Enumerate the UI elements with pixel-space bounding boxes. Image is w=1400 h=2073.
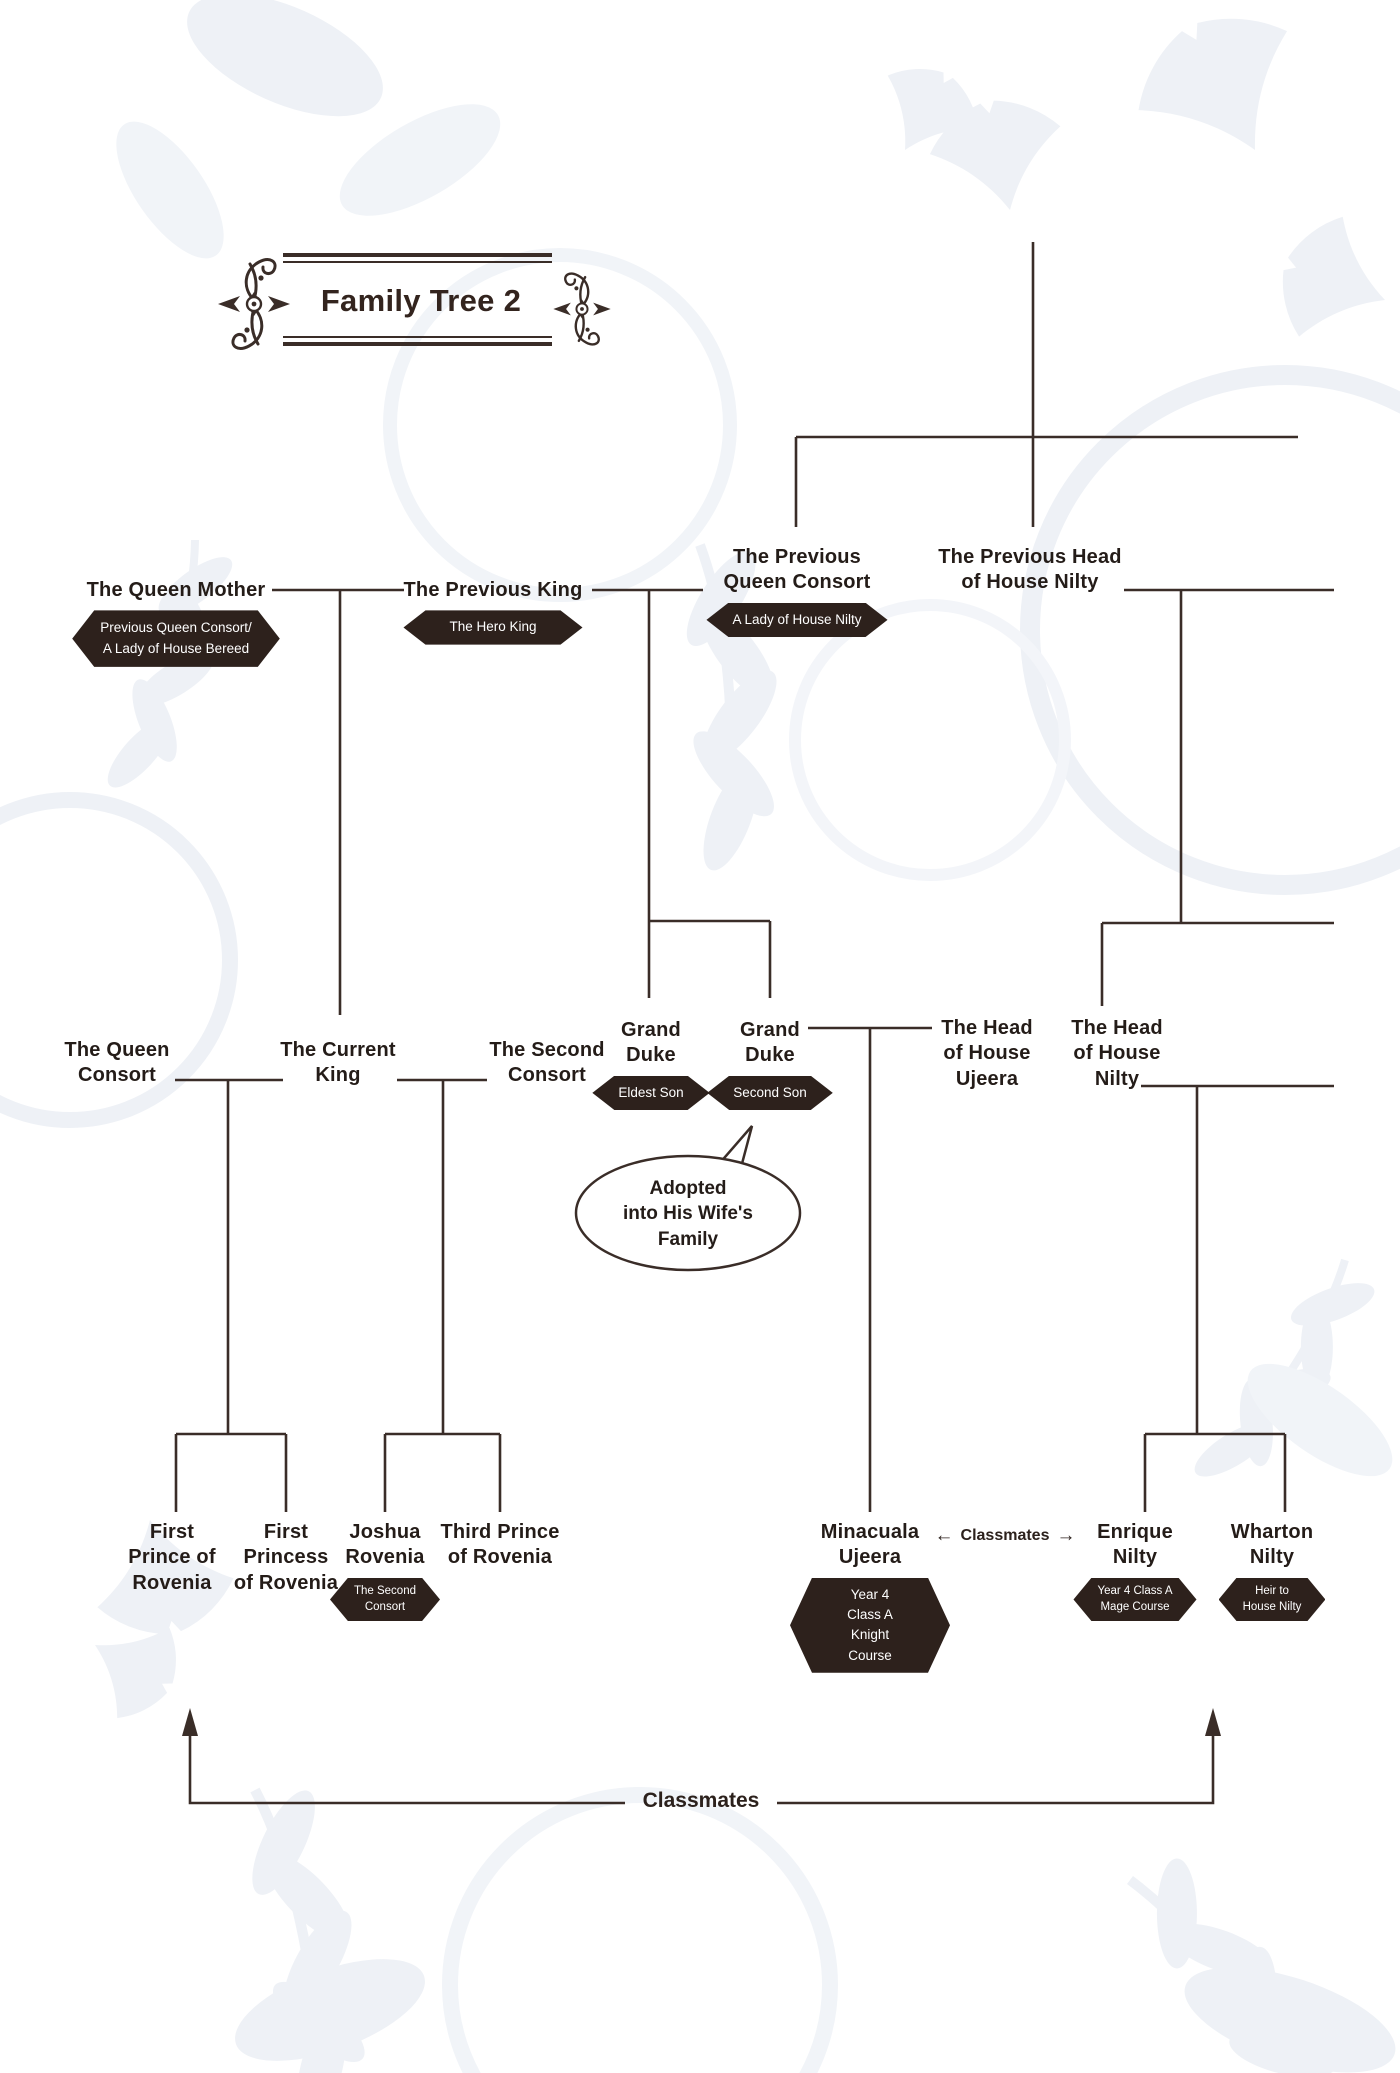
person-badge: The Second Consort [330, 1578, 440, 1621]
classmates-bottom-label: Classmates [642, 1789, 760, 1812]
person-badge: Year 4 Class A Knight Course [790, 1578, 950, 1673]
person-badge: Year 4 Class A Mage Course [1073, 1578, 1196, 1621]
person-first-princess: First Princess of Rovenia [226, 1520, 346, 1596]
person-name: The Previous Head of House Nilty [938, 546, 1122, 594]
person-name: The Head of House Ujeera [941, 1017, 1033, 1090]
title-rule-top-inner [283, 261, 552, 263]
person-name: The Previous King [403, 579, 583, 601]
title-rule-bottom-outer [283, 342, 552, 346]
flourish-ornament-right-icon [553, 272, 611, 346]
classmates-between-label: ← Classmates → [922, 1526, 1088, 1545]
flourish-ornament-left-icon [218, 258, 290, 350]
title-rule-top-outer [283, 253, 552, 257]
person-name: The Current King [280, 1039, 396, 1087]
person-joshua-rovenia: Joshua Rovenia The Second Consort [325, 1520, 445, 1621]
page-title: Family Tree 2 [320, 283, 522, 318]
person-previous-king: The Previous King The Hero King [383, 578, 603, 645]
person-name: First Prince of Rovenia [128, 1521, 216, 1594]
person-previous-head-nilty: The Previous Head of House Nilty [910, 545, 1150, 596]
person-queen-mother: The Queen Mother Previous Queen Consort/… [56, 578, 296, 667]
person-badge: Eldest Son [592, 1076, 709, 1110]
person-name: The Queen Mother [86, 579, 266, 601]
title-rule-bottom-inner [283, 336, 552, 338]
person-grand-duke-eldest: Grand Duke Eldest Son [576, 1018, 726, 1110]
person-second-consort: The Second Consort [467, 1038, 627, 1089]
person-name: Grand Duke [621, 1019, 681, 1067]
person-badge: Previous Queen Consort/ A Lady of House … [72, 610, 280, 667]
person-badge: Second Son [707, 1076, 833, 1110]
person-queen-consort: The Queen Consort [37, 1038, 197, 1089]
person-name: Enrique Nilty [1097, 1521, 1173, 1569]
person-name: Third Prince of Rovenia [440, 1521, 560, 1569]
person-name: Joshua Rovenia [345, 1521, 425, 1569]
person-name: Wharton Nilty [1230, 1521, 1314, 1569]
person-badge: Heir to House Nilty [1219, 1578, 1326, 1621]
person-name: The Head of House Nilty [1071, 1017, 1163, 1090]
person-wharton-nilty: Wharton Nilty Heir to House Nilty [1202, 1520, 1342, 1621]
lineage-lines [174, 242, 1334, 1805]
person-name: Minacuala Ujeera [820, 1521, 920, 1569]
person-name: The Queen Consort [64, 1039, 170, 1087]
person-minacuala-ujeera: Minacuala Ujeera Year 4 Class A Knight C… [790, 1520, 950, 1673]
person-third-prince: Third Prince of Rovenia [430, 1520, 570, 1571]
person-head-ujeera: The Head of House Ujeera [912, 1016, 1062, 1092]
person-previous-queen-consort: The Previous Queen Consort A Lady of Hou… [687, 545, 907, 637]
speech-bubble [574, 1125, 802, 1272]
person-badge: A Lady of House Nilty [706, 603, 887, 637]
left-arrow-icon: ← [934, 1525, 954, 1546]
person-grand-duke-second: Grand Duke Second Son [695, 1018, 845, 1110]
person-enrique-nilty: Enrique Nilty Year 4 Class A Mage Course [1065, 1520, 1205, 1621]
person-head-nilty: The Head of House Nilty [1042, 1016, 1192, 1092]
classmates-text: Classmates [960, 1526, 1050, 1544]
person-name: The Previous Queen Consort [723, 546, 871, 594]
person-name: First Princess of Rovenia [233, 1521, 339, 1594]
up-arrow-icon [182, 1708, 1221, 1736]
right-arrow-icon: → [1056, 1525, 1076, 1546]
adopted-note: Adopted into His Wife's Family [623, 1178, 753, 1250]
person-name: The Second Consort [489, 1039, 605, 1087]
person-current-king: The Current King [258, 1038, 418, 1089]
person-name: Grand Duke [740, 1019, 800, 1067]
person-first-prince: First Prince of Rovenia [112, 1520, 232, 1596]
person-badge: The Hero King [403, 610, 582, 644]
